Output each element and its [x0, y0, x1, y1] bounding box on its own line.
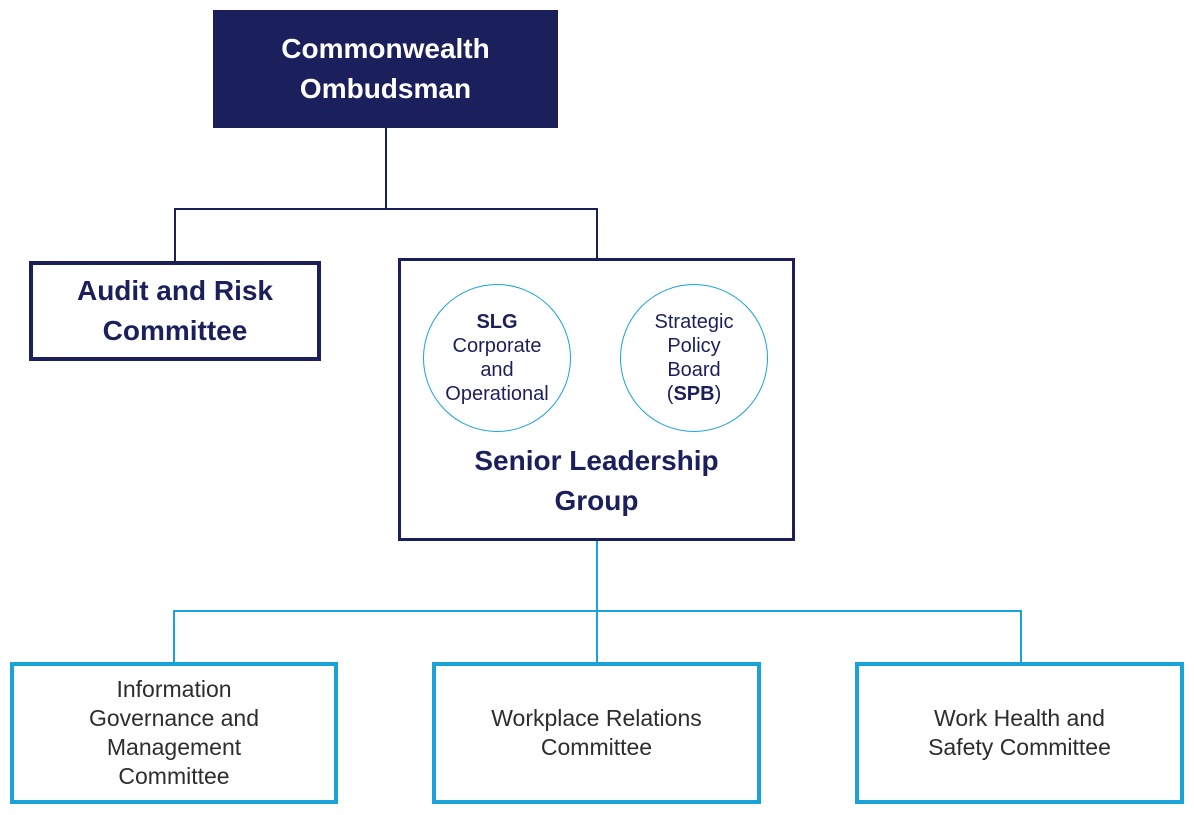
- circle-text-line: Strategic: [654, 311, 734, 333]
- committee-text-line: Management: [106, 734, 242, 760]
- circle-text-line: Board: [667, 359, 721, 381]
- committee-text-line: Information: [116, 676, 232, 702]
- connector-whs-vertical: [1020, 610, 1022, 663]
- circle-text-line: Operational: [445, 383, 549, 405]
- connector-slg-vertical: [596, 208, 598, 259]
- circle-text-line: Policy: [667, 335, 721, 357]
- audit-risk-committee-node: Audit and Risk Committee: [29, 261, 321, 361]
- connector-igm-vertical: [173, 610, 175, 663]
- strategic-policy-board-circle: Strategic Policy Board (SPB): [620, 284, 768, 432]
- node-title-line2: Committee: [102, 315, 248, 346]
- circle-text-line: and: [480, 359, 514, 381]
- committee-text-line: Committee: [540, 734, 653, 760]
- node-title-line1: Senior Leadership: [474, 445, 719, 476]
- committee-text-line: Governance and: [88, 705, 260, 731]
- slg-title: Senior Leadership Group: [401, 441, 792, 521]
- work-health-safety-committee-node: Work Health and Safety Committee: [855, 662, 1184, 804]
- node-title-line2: Ombudsman: [299, 73, 472, 104]
- spb-abbrev-line: (SPB): [666, 383, 722, 405]
- connector-audit-vertical: [174, 208, 176, 262]
- senior-leadership-group-node: SLG Corporate and Operational Strategic …: [398, 258, 795, 541]
- committee-text-line: Safety Committee: [928, 734, 1111, 760]
- committee-text-line: Workplace Relations: [491, 705, 702, 731]
- node-title-line1: Audit and Risk: [76, 275, 273, 306]
- connector-top-horizontal: [174, 208, 598, 210]
- node-title-line2: Group: [554, 485, 639, 516]
- slg-corporate-operational-circle: SLG Corporate and Operational: [423, 284, 571, 432]
- connector-bottom-vertical: [596, 540, 598, 663]
- circle-text-line: Corporate: [452, 335, 542, 357]
- committee-text-line: Work Health and: [934, 705, 1105, 731]
- connector-bottom-horizontal: [173, 610, 1022, 612]
- slg-abbrev: SLG: [476, 311, 518, 333]
- connector-top-vertical: [385, 128, 387, 209]
- committee-text-line: Committee: [118, 763, 230, 789]
- workplace-relations-committee-node: Workplace Relations Committee: [432, 662, 761, 804]
- spb-abbrev: SPB: [673, 383, 715, 405]
- information-governance-committee-node: Information Governance and Management Co…: [10, 662, 338, 804]
- commonwealth-ombudsman-node: Commonwealth Ombudsman: [213, 10, 558, 128]
- node-title-line1: Commonwealth: [281, 33, 490, 64]
